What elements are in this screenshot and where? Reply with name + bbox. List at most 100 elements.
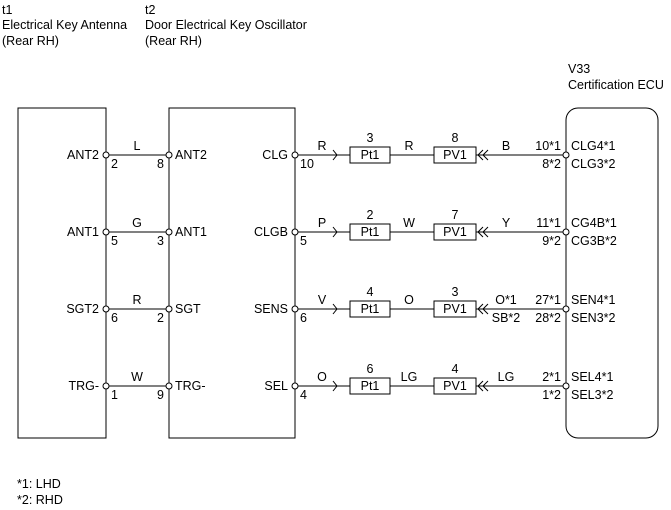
pt1-connector-label: Pt1 [361, 302, 380, 316]
pv1-connector-label: PV1 [443, 148, 467, 162]
wire-color-label: LG [498, 370, 515, 384]
ecu-terminal-circle [562, 382, 570, 390]
t2-terminal-name: SENS [254, 302, 288, 316]
t2-pin-number: 6 [300, 311, 307, 325]
t2-pin-number: 2 [157, 311, 164, 325]
t1-terminal-name: TRG- [68, 379, 99, 393]
ecu-terminal-name-rhd: SEN3*2 [571, 311, 616, 325]
t1-terminal-name: SGT2 [66, 302, 99, 316]
t2-pin-number: 10 [300, 157, 314, 171]
t2-terminal-name: CLGB [254, 225, 288, 239]
t2-terminal-circle [291, 305, 299, 313]
t1-terminal-name: ANT1 [67, 225, 99, 239]
wire-color-label: L [134, 139, 141, 153]
ecu-terminal-name-lhd: CLG4*1 [571, 139, 616, 153]
t1-name: Electrical Key Antenna [2, 18, 128, 32]
t1-terminal-name: ANT2 [67, 148, 99, 162]
v33-component-box [565, 107, 659, 439]
t1-terminal-circle [102, 151, 110, 159]
t1-pin-number: 2 [111, 157, 118, 171]
t2-terminal-circle [165, 382, 173, 390]
t1-terminal-circle [102, 382, 110, 390]
wire-color-label: R [404, 139, 413, 153]
t2-pin-number: 4 [300, 388, 307, 402]
t2-ref: t2 [145, 3, 156, 17]
wire-color-label: R [317, 139, 326, 153]
ecu-terminal-name-lhd: SEN4*1 [571, 293, 616, 307]
pv1-pin-number: 8 [452, 131, 459, 145]
wire-color-label: LG [401, 370, 418, 384]
wire-color-label: O*1 [495, 293, 517, 307]
pt1-pin-number: 2 [367, 208, 374, 222]
wire-color-label: V [318, 293, 327, 307]
ecu-terminal-name-lhd: CG4B*1 [571, 216, 617, 230]
ecu-pin-number-rhd: 1*2 [542, 388, 561, 402]
wire-color-label: O [404, 293, 414, 307]
t2-terminal-name: CLG [262, 148, 288, 162]
pt1-pin-number: 6 [367, 362, 374, 376]
ecu-pin-number-lhd: 2*1 [542, 370, 561, 384]
t2-pin-number: 9 [157, 388, 164, 402]
ecu-terminal-name-lhd: SEL4*1 [571, 370, 613, 384]
t1-component-box [17, 107, 107, 439]
t1-ref: t1 [2, 3, 13, 17]
ecu-terminal-name-rhd: CG3B*2 [571, 234, 617, 248]
ecu-pin-number-rhd: 8*2 [542, 157, 561, 171]
wire-color-label-alt: SB*2 [492, 311, 521, 325]
t1-pin-number: 6 [111, 311, 118, 325]
t2-terminal-name: SEL [264, 379, 288, 393]
ecu-pin-number-lhd: 10*1 [535, 139, 561, 153]
t1-terminal-circle [102, 228, 110, 236]
t2-terminal-name: ANT2 [175, 148, 207, 162]
t2-terminal-circle [165, 228, 173, 236]
ecu-terminal-circle [562, 305, 570, 313]
wire-color-label: O [317, 370, 327, 384]
t2-terminal-circle [165, 305, 173, 313]
t2-name: Door Electrical Key Oscillator [145, 18, 307, 32]
wire-color-label: P [318, 216, 326, 230]
wire-color-label: W [403, 216, 415, 230]
t2-pin-number: 5 [300, 234, 307, 248]
t2-terminal-name: ANT1 [175, 225, 207, 239]
t1-terminal-circle [102, 305, 110, 313]
pv1-connector-label: PV1 [443, 302, 467, 316]
t1-location: (Rear RH) [2, 34, 59, 48]
t1-pin-number: 1 [111, 388, 118, 402]
t2-terminal-name: TRG- [175, 379, 206, 393]
t2-terminal-circle [165, 151, 173, 159]
pv1-pin-number: 3 [452, 285, 459, 299]
ecu-pin-number-rhd: 9*2 [542, 234, 561, 248]
wire-color-label: W [131, 370, 143, 384]
pt1-connector-label: Pt1 [361, 379, 380, 393]
t2-terminal-name: SGT [175, 302, 201, 316]
ecu-terminal-name-rhd: CLG3*2 [571, 157, 616, 171]
t2-component-box [168, 107, 296, 439]
t2-terminal-circle [291, 151, 299, 159]
ecu-pin-number-lhd: 11*1 [536, 216, 561, 230]
ecu-terminal-circle [562, 151, 570, 159]
t1-pin-number: 5 [111, 234, 118, 248]
t2-location: (Rear RH) [145, 34, 202, 48]
wire-color-label: R [132, 293, 141, 307]
ecu-pin-number-rhd: 28*2 [535, 311, 561, 325]
pt1-connector-label: Pt1 [361, 148, 380, 162]
wire-color-label: Y [502, 216, 511, 230]
pv1-connector-label: PV1 [443, 379, 467, 393]
wire-color-label: G [132, 216, 142, 230]
pv1-pin-number: 4 [452, 362, 459, 376]
pv1-connector-label: PV1 [443, 225, 467, 239]
wire-color-label: B [502, 139, 510, 153]
t2-pin-number: 8 [157, 157, 164, 171]
ecu-terminal-circle [562, 228, 570, 236]
t2-terminal-circle [291, 228, 299, 236]
note-lhd: *1: LHD [17, 477, 61, 491]
ecu-terminal-name-rhd: SEL3*2 [571, 388, 613, 402]
pt1-pin-number: 4 [367, 285, 374, 299]
note-rhd: *2: RHD [17, 493, 63, 507]
v33-name: Certification ECU [568, 78, 664, 92]
pt1-pin-number: 3 [367, 131, 374, 145]
pt1-connector-label: Pt1 [361, 225, 380, 239]
t2-terminal-circle [291, 382, 299, 390]
ecu-pin-number-lhd: 27*1 [535, 293, 561, 307]
